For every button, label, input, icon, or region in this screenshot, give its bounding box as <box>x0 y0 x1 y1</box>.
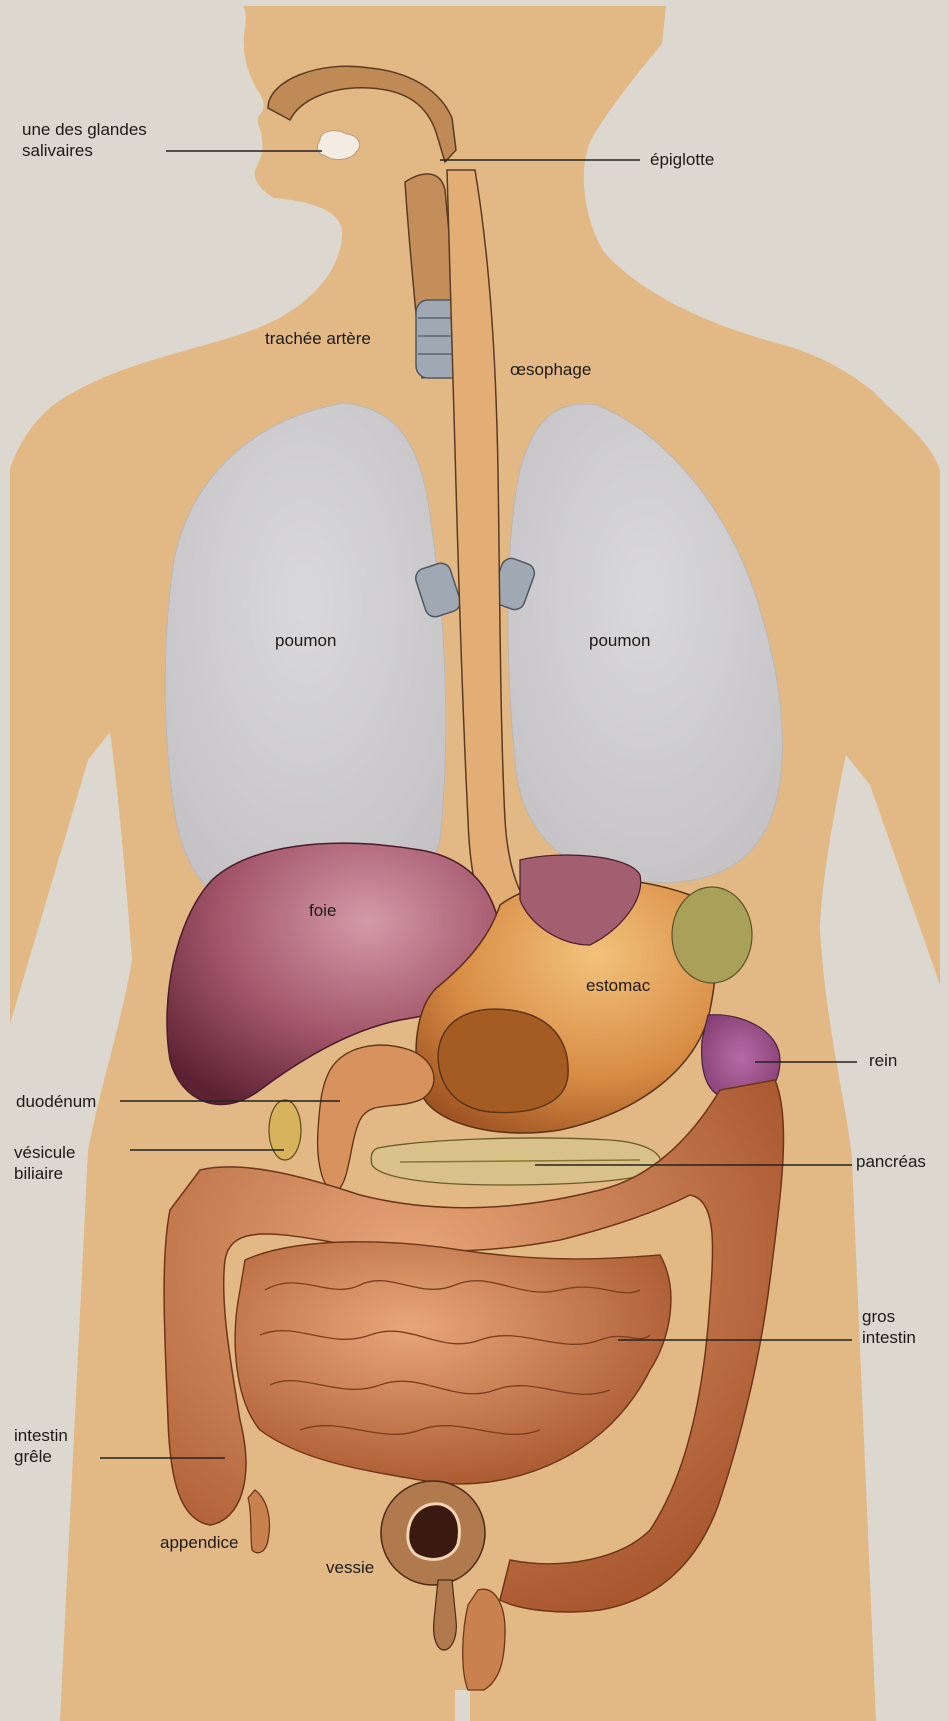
label-gall-bladder: vésicule biliaire <box>14 1142 75 1184</box>
label-kidney: rein <box>869 1050 897 1071</box>
label-small-intestine: intestin grêle <box>14 1425 68 1467</box>
bladder-opening <box>408 1504 460 1560</box>
label-duodenum: duodénum <box>16 1091 96 1112</box>
label-trachea: trachée artère <box>265 328 371 349</box>
gall-bladder-shape <box>269 1100 301 1160</box>
label-stomach: estomac <box>586 975 650 996</box>
label-appendix: appendice <box>160 1532 238 1553</box>
label-large-intestine: gros intestin <box>862 1306 916 1348</box>
label-oesophagus: œsophage <box>510 359 591 380</box>
label-pancreas: pancréas <box>856 1151 926 1172</box>
stomach-fold <box>438 1009 568 1112</box>
label-lung-left: poumon <box>275 630 336 651</box>
spleen-shape <box>672 887 752 983</box>
label-bladder: vessie <box>326 1557 374 1578</box>
label-salivary-glands: une des glandes salivaires <box>22 119 147 161</box>
label-epiglottis: épiglotte <box>650 149 714 170</box>
label-liver: foie <box>309 900 336 921</box>
label-lung-right: poumon <box>589 630 650 651</box>
urethra-shape <box>434 1580 457 1650</box>
